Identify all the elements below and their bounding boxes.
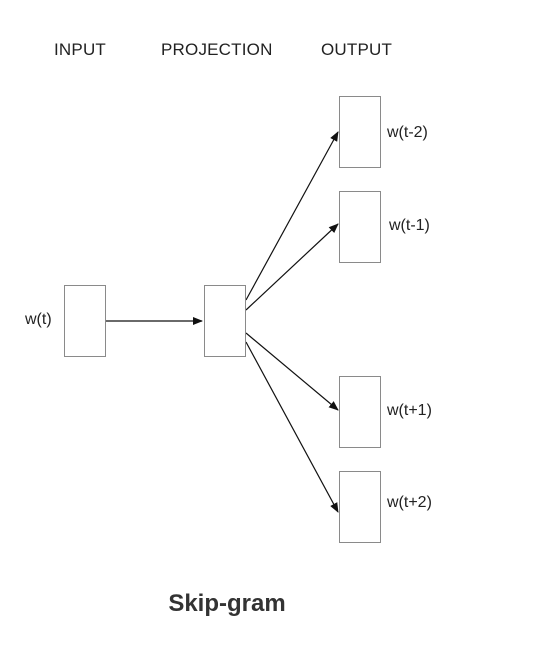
arrow-projection-to-output-1 bbox=[245, 131, 339, 301]
arrow-projection-to-output-3 bbox=[245, 332, 339, 411]
output-node-2 bbox=[339, 191, 381, 263]
output-label-4: w(t+2) bbox=[387, 494, 432, 511]
arrow-projection-to-output-2 bbox=[245, 223, 339, 311]
output-label-3: w(t+1) bbox=[387, 402, 432, 419]
projection-header: PROJECTION bbox=[161, 40, 273, 59]
output-label-1: w(t-2) bbox=[387, 124, 428, 141]
output-node-3 bbox=[339, 376, 381, 448]
output-header: OUTPUT bbox=[321, 40, 393, 59]
input-label: w(t) bbox=[25, 311, 52, 328]
arrow-projection-to-output-4 bbox=[245, 341, 339, 513]
diagram-title: Skip-gram bbox=[168, 590, 286, 617]
output-node-4 bbox=[339, 471, 381, 543]
input-header: INPUT bbox=[54, 40, 106, 59]
output-node-1 bbox=[339, 96, 381, 168]
input-node bbox=[64, 285, 106, 357]
projection-node bbox=[204, 285, 246, 357]
output-label-2: w(t-1) bbox=[389, 217, 430, 234]
